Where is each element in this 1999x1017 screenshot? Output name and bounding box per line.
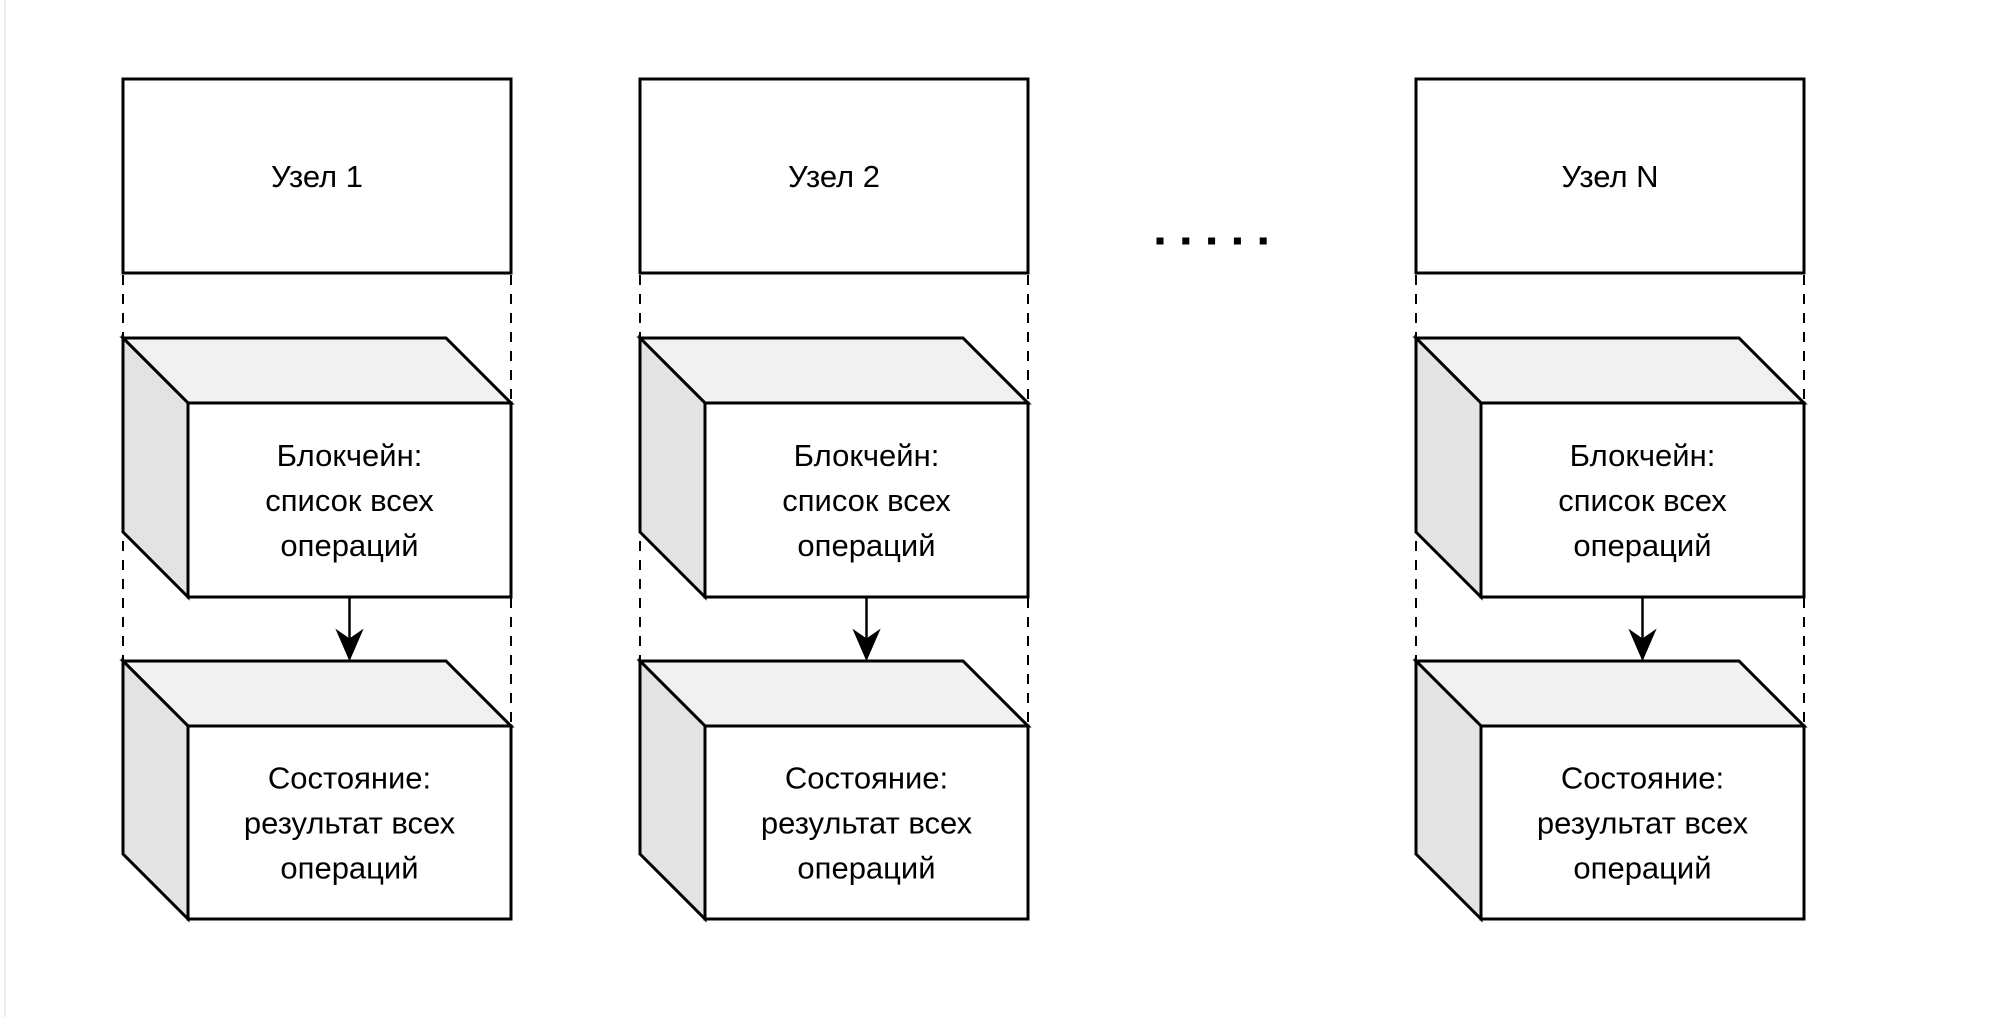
page-frame-line xyxy=(4,0,6,1017)
state-cube-label-line: операций xyxy=(280,851,418,886)
blockchain-cube-front-face xyxy=(703,401,1030,599)
state-cube: Состояние: результат всех операций xyxy=(1412,657,1808,923)
state-cube-label-line: Состояние: xyxy=(785,761,948,796)
arrowhead-icon xyxy=(852,628,881,662)
arrow-blockchain-to-state xyxy=(852,597,881,662)
blockchain-cube: Блокчейн: список всех операций xyxy=(119,334,515,601)
node-label: Узел 1 xyxy=(271,159,363,194)
blockchain-cube: Блокчейн: список всех операций xyxy=(636,334,1032,601)
arrowhead-icon xyxy=(1628,628,1657,662)
blockchain-cube-label-line: список всех xyxy=(782,483,951,518)
state-cube-top-face xyxy=(119,659,515,728)
ellipsis-dot xyxy=(1233,237,1241,245)
blockchain-cube-label-line: Блокчейн: xyxy=(277,438,423,473)
state-cube-front-face xyxy=(703,724,1030,921)
node-box[interactable]: Узел 1 xyxy=(121,77,513,275)
blockchain-cube-label-line: список всех xyxy=(265,483,434,518)
ellipsis-dot xyxy=(1208,237,1216,245)
blockchain-cube-label-line: список всех xyxy=(1558,483,1727,518)
blockchain-cube-label-line: операций xyxy=(280,528,418,563)
ellipsis-dot xyxy=(1156,237,1164,245)
state-cube-front-face xyxy=(186,724,513,921)
arrowhead-icon xyxy=(335,628,364,662)
blockchain-cube-front-face xyxy=(1479,401,1806,599)
blockchain-cube-front-face xyxy=(186,401,513,599)
state-cube-label-line: Состояние: xyxy=(1561,761,1724,796)
state-cube-label-line: результат всех xyxy=(1537,806,1749,841)
state-cube-label-line: Состояние: xyxy=(268,761,431,796)
node-box-rect xyxy=(121,77,513,275)
blockchain-cube-top-face xyxy=(636,336,1032,405)
node-box-rect xyxy=(638,77,1030,275)
state-cube-top-face xyxy=(1412,659,1808,728)
state-cube-label-line: операций xyxy=(1573,851,1711,886)
blockchain-cube-top-face xyxy=(1412,336,1808,405)
node-label: Узел N xyxy=(1561,159,1658,194)
blockchain-cube-label-line: операций xyxy=(1573,528,1711,563)
state-cube-label-line: операций xyxy=(797,851,935,886)
arrow-blockchain-to-state xyxy=(335,597,364,662)
ellipsis-dot xyxy=(1182,237,1190,245)
state-cube: Состояние: результат всех операций xyxy=(119,657,515,923)
ellipsis-dots xyxy=(1156,237,1267,245)
blockchain-cube: Блокчейн: список всех операций xyxy=(1412,334,1808,601)
blockchain-cube-label-line: Блокчейн: xyxy=(1570,438,1716,473)
state-cube-top-face xyxy=(636,659,1032,728)
state-cube: Состояние: результат всех операций xyxy=(636,657,1032,923)
ellipsis-dot xyxy=(1259,237,1267,245)
blockchain-cube-label-line: Блокчейн: xyxy=(794,438,940,473)
node-box-rect xyxy=(1414,77,1806,275)
node-label: Узел 2 xyxy=(788,159,880,194)
state-cube-front-face xyxy=(1479,724,1806,921)
arrow-blockchain-to-state xyxy=(1628,597,1657,662)
state-cube-label-line: результат всех xyxy=(244,806,456,841)
node-box[interactable]: Узел 2 xyxy=(638,77,1030,275)
node-box[interactable]: Узел N xyxy=(1414,77,1806,275)
state-cube-label-line: результат всех xyxy=(761,806,973,841)
blockchain-cube-top-face xyxy=(119,336,515,405)
blockchain-cube-label-line: операций xyxy=(797,528,935,563)
